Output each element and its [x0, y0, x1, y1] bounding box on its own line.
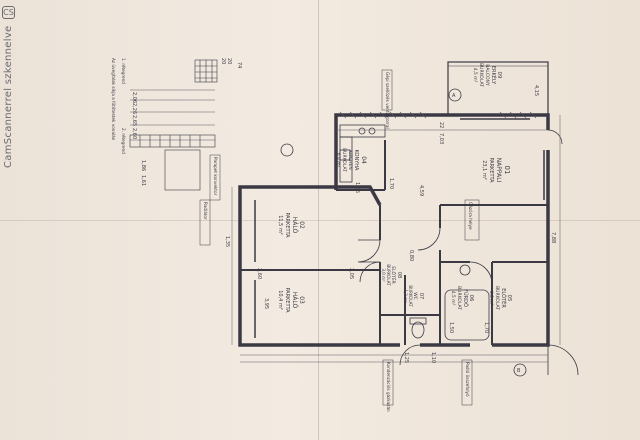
- room-07-id: 07: [418, 293, 424, 299]
- room-06-floor: BURKOLAT: [456, 286, 462, 310]
- dim-inner-6: 1,35: [224, 236, 230, 247]
- room-03-area: 10,4 m²: [277, 290, 283, 310]
- room-02-name: HÁLÓ: [291, 217, 298, 234]
- section-mark-b: B: [517, 368, 521, 374]
- dim-left-6: 1,61: [140, 175, 146, 186]
- room-05-id: 05: [506, 295, 512, 302]
- kitchen-counter: [339, 124, 386, 183]
- dim-inner-10: 7,88: [550, 232, 556, 243]
- room-07-name: WC: [412, 292, 418, 300]
- room-07-floor: BURKOLAT: [408, 285, 413, 307]
- room-09-floor: BURKOLAT: [478, 63, 484, 87]
- room-01-id: 01: [503, 166, 511, 175]
- room-06-area: 4,5 m²: [450, 291, 456, 306]
- dim-scale-1: 20: [220, 58, 226, 64]
- legend-caption: Az üvegfalak síkja a fűtőtestek vonalán: [111, 58, 116, 141]
- room-04-name: KONYHA: [353, 150, 359, 171]
- room-08-id: 08: [396, 272, 402, 278]
- room-06-name: FÜRDŐ: [462, 289, 469, 307]
- interior-walls: [240, 140, 548, 345]
- dim-left-4: 2,60: [131, 128, 137, 139]
- dim-balcony: 4,15: [533, 85, 539, 96]
- dim-left-1: 2,06: [131, 92, 137, 103]
- fan-note: Gépi szellőzés ventilátorral: [385, 72, 390, 129]
- dimension-labels: 7,03 1,70 22 2,06 2,26 2,65 2,60 1,86 1,…: [131, 58, 556, 363]
- radiator-note: Radiátor: [203, 202, 208, 220]
- room-09-sub: BALCONY: [484, 64, 490, 86]
- dim-inner-7: 1,50: [448, 322, 454, 333]
- gas-note: Gázóra helye: [468, 202, 473, 230]
- balcony-outline: [447, 61, 549, 116]
- dim-top-3: 22: [438, 122, 444, 128]
- room-08-name: ELŐTÉR: [390, 266, 398, 284]
- cs-logo-icon: CS: [2, 6, 15, 19]
- room-01-area: 23,1 m²: [481, 160, 487, 180]
- room-09-name: ERKÉLY: [490, 66, 498, 85]
- room-03-name: HÁLÓ: [291, 292, 298, 309]
- room-04-area: 6,9 m²: [335, 153, 341, 168]
- room-02-id: 02: [298, 221, 305, 229]
- dim-inner-2: 1,05: [354, 182, 360, 193]
- room-02-floor: PARKETTA: [284, 212, 290, 238]
- fold-line-horizontal: [0, 220, 640, 221]
- note-labels: 1. rétegrend 2. rétegrend Az üvegfalak s…: [111, 58, 521, 412]
- room-05-area: 4,6 m²: [488, 291, 494, 306]
- room-06-id: 06: [468, 295, 474, 302]
- watermark: CS CamScannerrel szkennelve: [0, 0, 18, 170]
- dim-inner-4: 2,05: [348, 268, 354, 279]
- room-05-floor: BURKOLAT: [494, 286, 500, 310]
- room-labels: 01 NAPPALI PARKETTA 23,1 m² 04 KONYHA KI…: [277, 63, 512, 313]
- fold-line-vertical: [318, 0, 319, 440]
- floor-drain-note: Padló összefolyó: [465, 362, 470, 397]
- section-marks: [280, 88, 527, 377]
- room-09-area: 4,5 m²: [472, 68, 478, 83]
- dim-inner-1: 4,59: [418, 185, 424, 196]
- room-02-area: 11,5 m²: [277, 215, 283, 235]
- room-04-id: 04: [360, 156, 367, 164]
- room-08-floor: BURKOLAT: [386, 264, 391, 286]
- dim-top-1: 7,03: [438, 133, 444, 144]
- dim-left-3: 2,65: [131, 115, 137, 126]
- radiators: [254, 118, 545, 338]
- annotation-boxes: [199, 69, 480, 406]
- legend-1: 1. rétegrend: [121, 58, 126, 84]
- room-09-id: 09: [496, 72, 502, 79]
- dim-inner-11: 1,25: [403, 352, 409, 363]
- dim-left-2: 2,26: [131, 103, 137, 114]
- dimension-lines: [130, 89, 561, 363]
- detail-grid: [129, 59, 218, 191]
- legend-2: 2. rétegrend: [121, 128, 126, 154]
- room-01-name: NAPPALI: [495, 158, 502, 183]
- room-01-floor: PARKETTA: [488, 157, 494, 183]
- dim-inner-9: 3,95: [263, 298, 269, 309]
- dim-top-2: 1,70: [388, 178, 394, 189]
- section-mark-a: A: [452, 93, 456, 99]
- room-04-floor: BURKOLAT: [341, 148, 347, 172]
- dim-left-5: 1,86: [140, 160, 146, 171]
- room-03-floor: PARKETTA: [284, 287, 290, 313]
- dim-inner-12: 1,10: [430, 352, 436, 363]
- room-08-area: 3,0 m²: [381, 268, 386, 282]
- room-05-name: ELŐTÉR: [500, 288, 508, 308]
- dim-inner-3: 2,60: [256, 268, 262, 279]
- parapet-note: Parapet konvektor: [213, 157, 218, 196]
- dim-scale-3: 74: [236, 62, 242, 68]
- door-swings: [357, 129, 579, 376]
- wall-hatching: [339, 111, 537, 119]
- room-07-area: 1,2 m²: [403, 289, 408, 303]
- dim-inner-5: 0,80: [408, 250, 414, 261]
- dim-scale-2: 20: [226, 58, 232, 64]
- dim-inner-8: 1,70: [483, 322, 489, 333]
- bathroom-fixtures: [409, 264, 490, 341]
- hot-water-note: Kondenzációs gázkazán: [386, 362, 391, 412]
- room-04-sub: KITCHEN: [347, 150, 353, 170]
- room-03-id: 03: [298, 296, 305, 304]
